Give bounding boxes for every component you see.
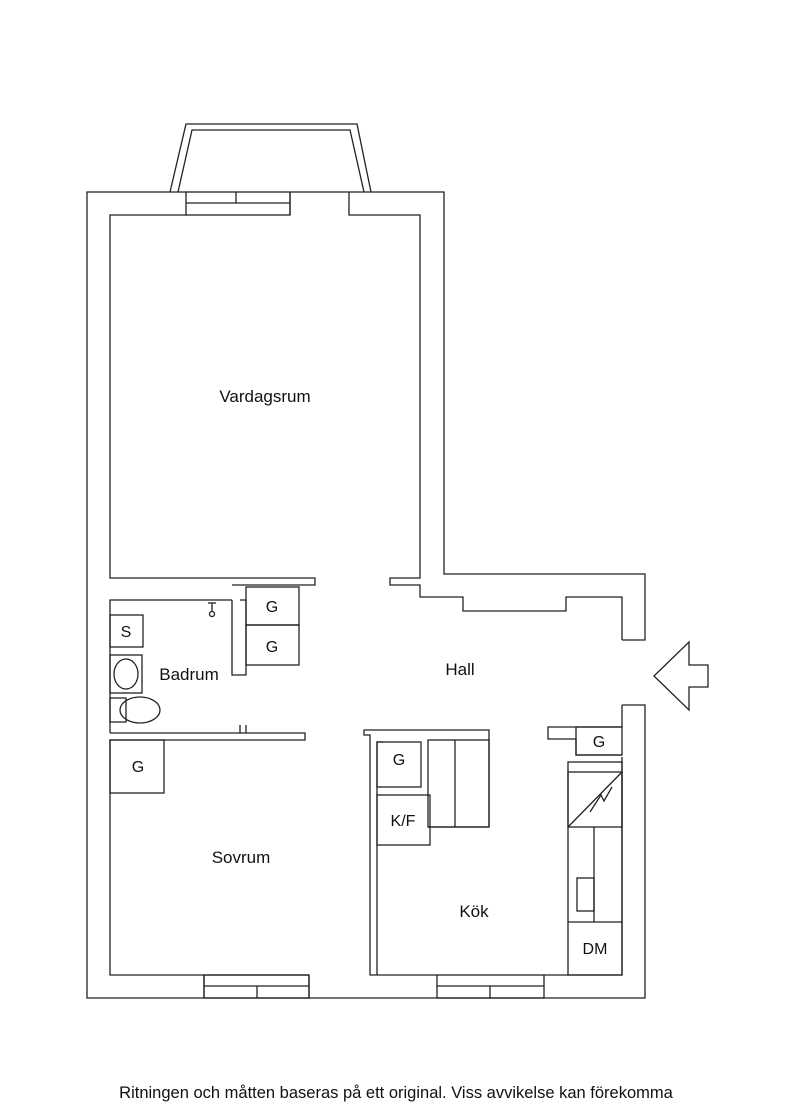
toilet-icon (109, 696, 161, 724)
outer-walls (86, 191, 646, 999)
wardrobe-box (245, 624, 300, 666)
wardrobe-label: G (593, 734, 605, 751)
room-label-hall: Hall (445, 660, 474, 679)
balcony (169, 123, 372, 193)
wardrobe-box (575, 726, 623, 756)
room-label-kitchen: Kök (459, 902, 489, 921)
fridge-label: K/F (391, 813, 416, 830)
bathroom-walls (231, 599, 247, 733)
dishwasher-label: DM (583, 941, 608, 958)
wardrobe-label: G (393, 752, 405, 769)
windows (185, 191, 545, 999)
shower-head-icon (208, 602, 216, 618)
wardrobe-label: G (132, 759, 144, 776)
stove-counter (567, 761, 623, 976)
wardrobe-label: G (266, 639, 278, 656)
room-label-living: Vardagsrum (219, 387, 310, 406)
kitchen-counter (427, 739, 490, 828)
entrance-arrow-icon (653, 640, 709, 712)
fridge-box (376, 794, 431, 846)
room-label-bath: Badrum (159, 665, 219, 684)
disclaimer-text: Ritningen och måtten baseras på ett orig… (119, 1084, 673, 1102)
shower-box (109, 614, 144, 648)
sink-icon (109, 654, 143, 694)
wardrobe-box (109, 739, 165, 794)
wardrobe-label: G (266, 599, 278, 616)
room-label-bedroom: Sovrum (212, 848, 271, 867)
wardrobe-box (376, 741, 422, 788)
shower-label: S (121, 624, 132, 641)
